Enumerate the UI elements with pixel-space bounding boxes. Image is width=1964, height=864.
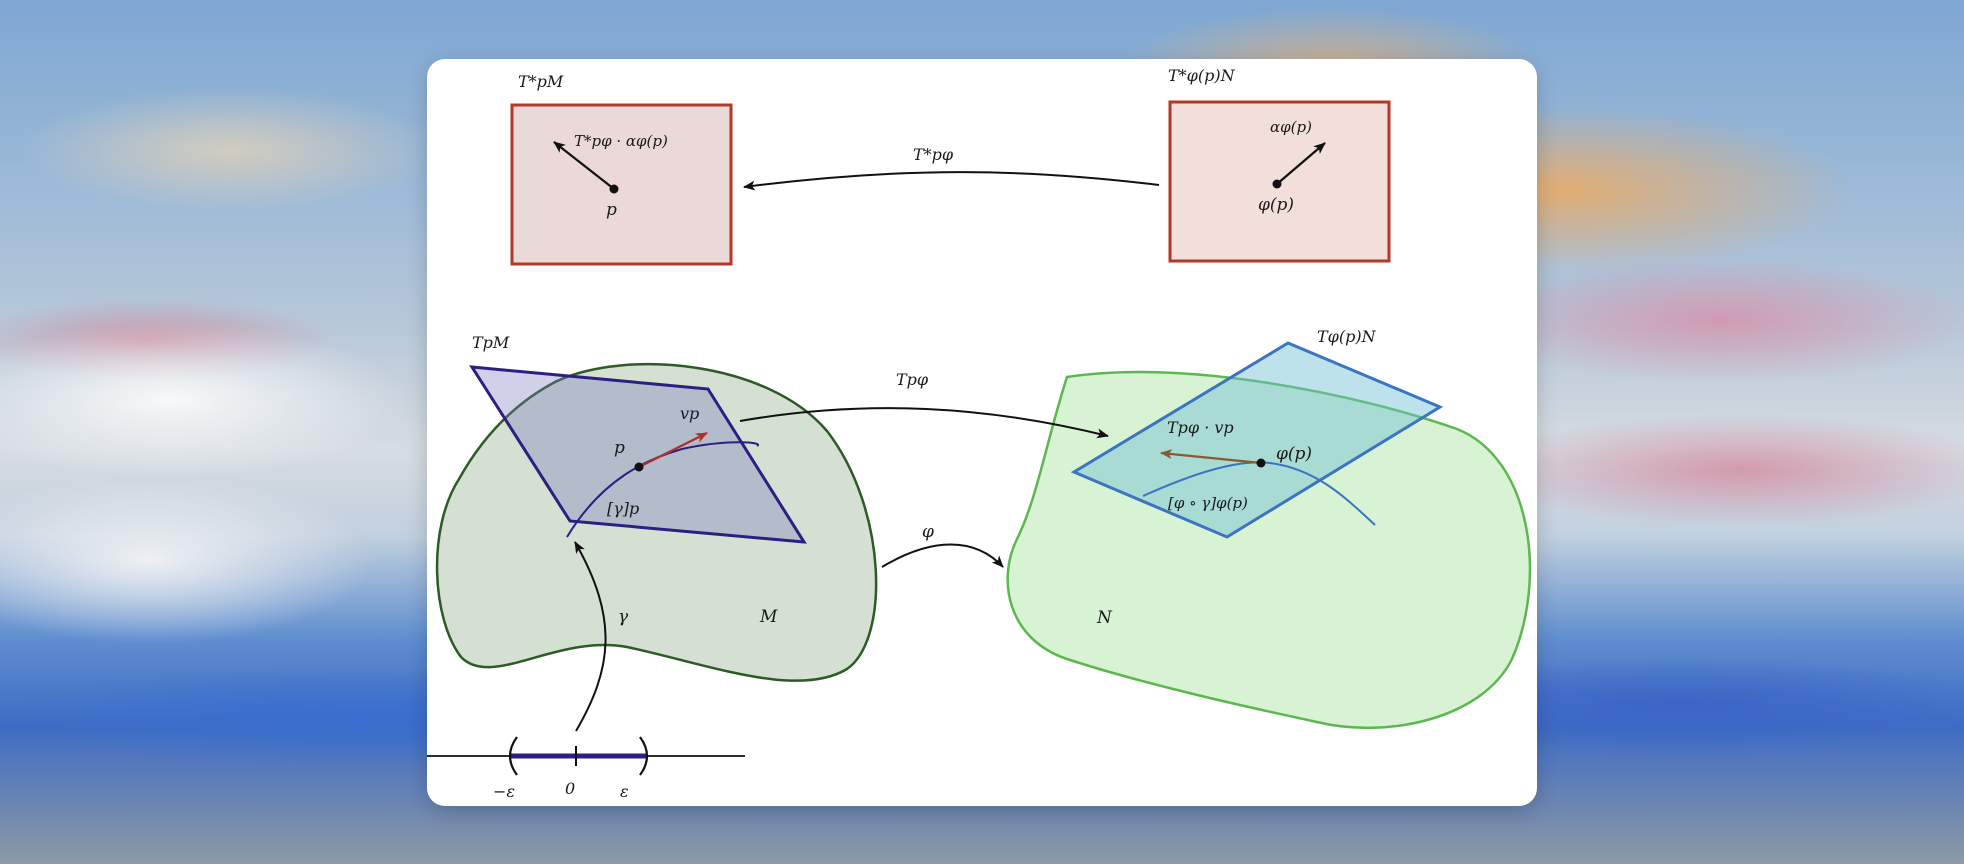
curve-map-arrow [574, 541, 607, 732]
cotangent-space-left: T*pM T*pφ · αφ(p) p [510, 72, 733, 266]
map-phi-label: φ [922, 522, 934, 542]
differential-arrow [739, 407, 1109, 439]
tangent-plane-TN [1070, 341, 1444, 539]
curve-gamma-image [566, 441, 760, 538]
interval-right-label: ε [620, 782, 629, 801]
curve-class-label-right: [φ ∘ γ]φ(p) [1168, 494, 1248, 512]
left-paren [508, 736, 518, 776]
tangent-plane-label-left: TpM [472, 333, 510, 352]
covector-alpha-label: αφ(p) [1270, 118, 1312, 136]
point-phi-p-label-N: φ(p) [1276, 444, 1312, 464]
point-p-label-M: p [614, 438, 625, 458]
differential-arrow-label: Tpφ [896, 370, 929, 389]
pushforward-vector [1160, 449, 1262, 465]
map-phi-arrow [881, 543, 1004, 568]
commutative-diagram: T*pM T*pφ · αφ(p) p T*φ(p)N αφ(p) φ(p) T… [427, 66, 1532, 801]
cotangent-box-left [510, 103, 733, 266]
manifold-N [1006, 370, 1532, 730]
cotangent-space-label-left: T*pM [518, 72, 564, 91]
interval-group: −ε 0 ε [427, 736, 745, 801]
point-phi-p-label-cotangent: φ(p) [1258, 195, 1294, 215]
tangent-vector-vp [638, 432, 708, 468]
tangent-plane-TpM [469, 365, 807, 544]
curve-class-label-left: [γ]p [607, 499, 639, 518]
point-p-label-cotangent: p [606, 200, 617, 220]
pushforward-vector-label: Tpφ · vp [1167, 418, 1234, 437]
curve-gamma-label: γ [618, 607, 629, 627]
cotangent-space-label-right: T*φ(p)N [1168, 66, 1236, 85]
manifold-N-group: Tφ(p)N φ(p) Tpφ · vp [φ ∘ γ]φ(p) N [1006, 327, 1532, 730]
manifold-M-label: M [759, 607, 778, 627]
manifold-M [435, 362, 878, 682]
curve-phi-gamma-image [1142, 461, 1376, 526]
point-p-dot [609, 184, 619, 194]
pullback-arrow [743, 171, 1160, 191]
point-phi-p-on-N [1256, 458, 1266, 468]
covector-arrow-left [553, 141, 615, 190]
tangent-plane-label-right: Tφ(p)N [1317, 327, 1377, 346]
interval-center-label: 0 [565, 779, 575, 798]
covector-arrow-right [1276, 142, 1326, 185]
interval-left-label: −ε [493, 782, 515, 801]
right-paren [639, 736, 649, 776]
point-phi-p-dot [1272, 179, 1282, 189]
pullback-covector-label: T*pφ · αφ(p) [574, 132, 668, 150]
pullback-arrow-label: T*pφ [913, 145, 954, 164]
manifold-N-label: N [1096, 608, 1113, 628]
diagram-card: T*pM T*pφ · αφ(p) p T*φ(p)N αφ(p) φ(p) T… [427, 59, 1537, 806]
point-p-on-M [634, 462, 644, 472]
manifold-M-group: TpM p vp [γ]p γ M [435, 333, 878, 682]
cotangent-space-right: T*φ(p)N αφ(p) φ(p) [1168, 66, 1391, 263]
tangent-vector-vp-label: vp [680, 404, 699, 423]
